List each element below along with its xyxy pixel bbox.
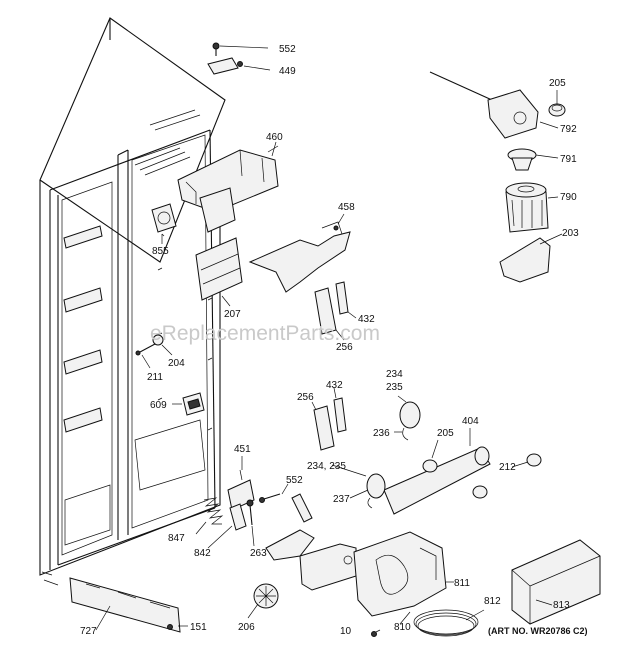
gasket-and-strip-upper: [314, 281, 349, 335]
callout-791: 791: [560, 154, 577, 165]
callout-432-upper: 432: [358, 314, 375, 325]
callout-151: 151: [190, 622, 207, 633]
callout-212: 212: [499, 462, 516, 473]
filter-cover-203: [499, 237, 551, 283]
callout-256-upper: 256: [336, 342, 353, 353]
callout-404: 404: [462, 416, 479, 427]
filter-bracket-792: [429, 71, 539, 139]
callout-205-top: 205: [549, 78, 566, 89]
valve-810-811: [353, 531, 447, 637]
screw-151: [167, 624, 173, 630]
callout-458: 458: [338, 202, 355, 213]
cover-207: [195, 237, 243, 301]
grille-727: [69, 577, 181, 633]
water-tube-404: [383, 446, 491, 515]
callout-552-lower: 552: [286, 475, 303, 486]
bracket-451: [227, 469, 281, 511]
art-number: (ART NO. WR20786 C2): [488, 626, 588, 636]
cap-236: [399, 401, 421, 441]
callout-727: 727: [80, 626, 97, 637]
callout-609: 609: [150, 400, 167, 411]
callout-labels: 552 449 205 792 460 791 790 855 458 203 …: [80, 44, 579, 637]
freezer-shelves: [63, 225, 103, 433]
callout-790: 790: [560, 192, 577, 203]
callout-451: 451: [234, 444, 251, 455]
callout-263: 263: [250, 548, 267, 559]
watermark: eReplacementParts.com: [150, 322, 380, 345]
callout-237: 237: [333, 494, 350, 505]
callout-811: 811: [454, 578, 470, 589]
callout-847: 847: [168, 533, 185, 544]
screw-204-211: [135, 334, 164, 356]
callout-234-upper: 234: [386, 369, 403, 380]
callout-235-upper: 235: [386, 382, 403, 393]
cap-205-top: [548, 103, 566, 117]
cap-205-lower: [422, 459, 438, 473]
cap-212: [472, 453, 542, 499]
leader-lines: [95, 90, 563, 633]
callout-211: 211: [147, 372, 163, 383]
spring-847: [203, 497, 224, 525]
refrigerator-cabinet: [39, 17, 226, 586]
callout-460: 460: [266, 132, 283, 143]
filter-cartridge-790: [505, 182, 549, 233]
filter-head-791: [507, 148, 537, 171]
callout-204: 204: [168, 358, 185, 369]
callout-203: 203: [562, 228, 579, 239]
cap-237: [366, 473, 386, 509]
callout-449: 449: [279, 66, 296, 77]
callout-792: 792: [560, 124, 577, 135]
callout-206: 206: [238, 622, 255, 633]
tubing-coil-812: [413, 609, 479, 637]
callout-810: 810: [394, 622, 411, 633]
callout-207: 207: [224, 309, 241, 320]
duct-458: [248, 221, 351, 293]
callout-813: 813: [553, 600, 570, 611]
switch-609: [182, 392, 205, 416]
round-damper-206: [253, 583, 279, 609]
callout-256-lower: 256: [297, 392, 314, 403]
callout-842: 842: [194, 548, 211, 559]
callout-234-235: 234, 235: [307, 461, 346, 472]
callout-10: 10: [340, 626, 352, 637]
arm-842: [229, 503, 247, 531]
lever-assembly: [265, 493, 315, 561]
cover-813: [511, 539, 601, 625]
actuator-tray: [299, 543, 357, 591]
top-screw-and-bracket: [207, 42, 271, 75]
callout-855: 855: [152, 246, 169, 257]
callout-552-top: 552: [279, 44, 296, 55]
callout-205-lower: 205: [437, 428, 454, 439]
air-duct-460: [177, 145, 279, 233]
callout-432-lower: 432: [326, 380, 343, 391]
gasket-and-strip-lower: [313, 397, 347, 451]
callout-812: 812: [484, 596, 501, 607]
pin-263: [246, 499, 254, 526]
callout-236: 236: [373, 428, 390, 439]
damper-855: [151, 203, 177, 237]
